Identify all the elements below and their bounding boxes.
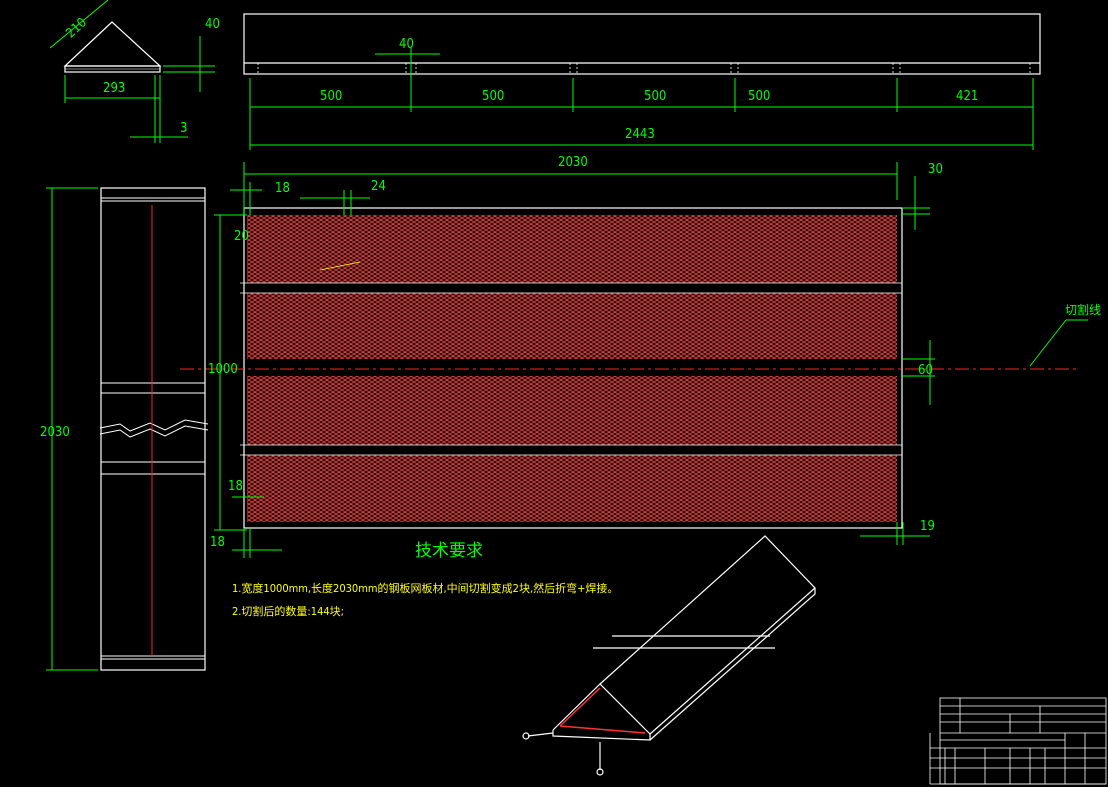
tech-line-2: 2.切割后的数量:144块;: [232, 604, 344, 618]
dim-2030-left: 2030: [40, 425, 70, 440]
dim-24: 24: [371, 179, 386, 194]
dim-19: 19: [920, 519, 935, 534]
main-plan-view: 2030: [180, 155, 1101, 558]
dim-18-a: 18: [275, 181, 290, 196]
tech-heading: 技术要求: [415, 541, 483, 561]
dim-293: 293: [103, 81, 125, 96]
cut-line-callout: 切割线: [1065, 302, 1101, 317]
title-block: [929, 697, 1107, 785]
dim-500-a: 500: [320, 89, 342, 104]
dim-2030-top: 2030: [558, 155, 588, 170]
dim-30: 30: [928, 162, 943, 177]
dim-1000: 1000: [208, 362, 238, 377]
dim-3: 3: [180, 121, 187, 136]
dim-500-b: 500: [482, 89, 504, 104]
profile-section-view: 210 40 293 3: [49, 0, 220, 143]
left-side-view: 2030: [40, 187, 209, 671]
dim-500-c: 500: [644, 89, 666, 104]
dim-60: 60: [918, 363, 933, 378]
technical-requirements: 技术要求 1.宽度1000mm,长度2030mm的钢板网板材,中间切割变成2块,…: [232, 541, 618, 618]
dim-40: 40: [205, 17, 220, 32]
dim-40-top: 40: [399, 37, 414, 52]
dim-210: 210: [63, 15, 90, 41]
dim-18-c: 18: [210, 535, 225, 550]
dim-2443: 2443: [625, 127, 655, 142]
tech-line-1: 1.宽度1000mm,长度2030mm的钢板网板材,中间切割变成2块,然后折弯+…: [232, 581, 618, 595]
dim-500-d: 500: [748, 89, 770, 104]
dim-421: 421: [956, 89, 978, 104]
top-elevation-view: 40 500 500 500 500 421 2443: [243, 13, 1041, 150]
dim-20: 20: [234, 229, 249, 244]
isometric-view: [522, 535, 816, 776]
dim-18-b: 18: [228, 479, 243, 494]
